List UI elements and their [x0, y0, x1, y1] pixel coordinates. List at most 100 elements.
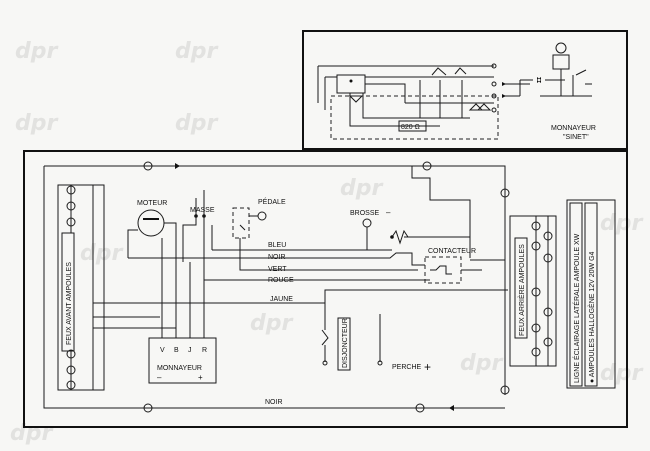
lamp-icon [143, 403, 153, 413]
contacteur: CONTACTEUR [424, 248, 482, 284]
sinet-output-wires [502, 79, 592, 97]
disjoncteur-label: DISJONCTEUR [342, 318, 349, 368]
node [390, 235, 394, 239]
lamp-icon [531, 347, 541, 357]
feux-arriere: FEUX ARRIÈRE AMPOULES [509, 215, 557, 367]
resistor [398, 120, 427, 132]
lamp-icon [422, 161, 432, 171]
lamp-icon [66, 380, 76, 390]
sinet-device-icon [552, 54, 570, 70]
bleu-label: BLEU [268, 242, 286, 249]
terminal [322, 360, 328, 366]
lamp-icon [66, 185, 76, 195]
halogene-label: ● AMPOULES HALLOGÈNE 12V 20W G4 [587, 251, 596, 383]
sinet-label-1: MONNAYEUR [551, 125, 596, 132]
disjoncteur-area: DISJONCTEUR PERCHE + [321, 303, 431, 374]
monnayeur-terminal-wires [161, 225, 205, 338]
bleu-wire [211, 225, 392, 251]
terminal [377, 360, 383, 366]
watermark: dpr [80, 241, 123, 266]
term-r: R [202, 347, 207, 354]
ligne-eclairage-label-box [569, 202, 583, 387]
breaker-symbol [321, 329, 329, 346]
motor-wires [127, 190, 205, 262]
watermark-layer: dpr dpr dpr dpr dpr dpr dpr dpr dpr dpr … [10, 39, 643, 446]
noir-bottom-label: NOIR [265, 399, 283, 406]
top-loop-wire [44, 165, 506, 395]
watermark: dpr [600, 361, 643, 386]
vert-wire [239, 245, 418, 271]
contacteur-top-wires [404, 166, 505, 261]
lamp-icon [543, 231, 553, 241]
feux-avant: FEUX AVANT AMPOULES [57, 184, 105, 391]
lamps-loop [143, 161, 510, 413]
pedale-label: PÉDALE [258, 197, 286, 206]
term-j: J [188, 347, 192, 354]
rouge-label: ROUGE [268, 277, 294, 284]
rouge-wire [203, 225, 430, 281]
pedale-dashed [232, 207, 250, 239]
feux-arriere-label: FEUX ARRIÈRE AMPOULES [517, 244, 526, 336]
lamp-icon [500, 385, 510, 395]
brosse: BROSSE – [350, 208, 409, 250]
front-lamp-feeds [93, 316, 176, 329]
sinet-frame [302, 30, 628, 150]
connector-pin [349, 79, 353, 83]
terminal [491, 107, 497, 113]
arrow-icon [502, 82, 506, 98]
lamp-icon [531, 323, 541, 333]
lamp-icon [531, 221, 541, 231]
watermark: dpr [15, 39, 58, 64]
perche-plus: + [424, 360, 431, 374]
pedal-icon [257, 211, 267, 221]
lamp-icon [531, 287, 541, 297]
term-b: B [174, 347, 179, 354]
watermark: dpr [15, 111, 58, 136]
noir-label: NOIR [268, 254, 286, 261]
feux-arriere-label-box [514, 237, 528, 339]
pedale-wires [239, 215, 258, 245]
brush-icon [362, 218, 372, 228]
masse-label: MASSE [190, 207, 215, 214]
lamp-icon [531, 241, 541, 251]
jaune-wire [93, 289, 508, 304]
perche-label: PERCHE [392, 364, 422, 371]
sinet-label-2: "SINET" [563, 134, 589, 141]
sinet-connector [336, 74, 366, 94]
term-v: V [160, 347, 165, 354]
ligne-eclairage-label: LIGNE ÉCLAIRAGE LATÉRALE AMPOULE XW [572, 233, 581, 383]
lamp-icon [66, 217, 76, 227]
sinet-internal-wires [349, 67, 470, 127]
ligne-eclairage: LIGNE ÉCLAIRAGE LATÉRALE AMPOULE XW ● AM… [566, 199, 616, 389]
watermark: dpr [340, 176, 383, 201]
jaune-label: JAUNE [270, 296, 293, 303]
lamp-icon [500, 188, 510, 198]
lamp-icon [66, 365, 76, 375]
feux-arriere-wires [535, 216, 549, 366]
watermark: dpr [10, 421, 53, 446]
sinet-box: 820 Ω MONNAYEUR "SINET" [302, 30, 628, 150]
moteur-label: MOTEUR [137, 200, 167, 207]
sinet-device-wires [560, 69, 592, 96]
lamp-icon [66, 349, 76, 359]
sinet-device-top [555, 42, 567, 54]
bottom-loop-wire [43, 166, 505, 409]
pedale: PÉDALE [232, 197, 286, 245]
motor-icon [137, 209, 165, 237]
lamp-icon [415, 403, 425, 413]
diode-icon [175, 163, 180, 169]
resistor-label: 820 Ω [401, 124, 420, 131]
diode-icon [537, 77, 541, 83]
halogene-label-box [584, 202, 598, 387]
monnayeur-plus: + [198, 373, 203, 382]
brosse-minus: – [386, 208, 391, 217]
noir-wire [128, 252, 425, 266]
watermark: dpr [460, 351, 503, 376]
watermark: dpr [175, 111, 218, 136]
terminal [491, 81, 497, 87]
ligne-eclairage-frame [566, 199, 616, 389]
disjoncteur-label-box [337, 317, 351, 371]
watermark: dpr [250, 311, 293, 336]
contacteur-switch [430, 265, 452, 275]
